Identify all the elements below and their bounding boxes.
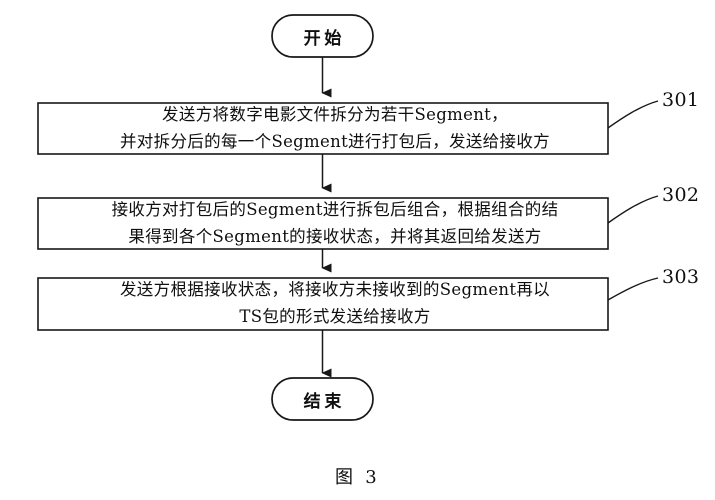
step-303-line-2: TS包的形式发送给接收方: [239, 307, 431, 326]
step-302-label: 接收方对打包后的Segment进行拆包后组合，根据组合的结 果得到各个Segme…: [38, 198, 632, 249]
leader-line-303: [607, 277, 659, 301]
step-303-label: 发送方根据接收状态，将接收方未接收到的Segment再以 TS包的形式发送给接收…: [38, 278, 632, 330]
step-reference-302: 302: [662, 184, 700, 206]
step-302-line-2: 果得到各个Segment的接收状态，并将其返回给发送方: [128, 226, 542, 246]
step-reference-303: 303: [662, 266, 700, 288]
start-node-label: 开始: [303, 28, 346, 49]
step-301-label: 发送方将数字电影文件拆分为若干Segment， 并对拆分后的每一个Segment…: [38, 103, 632, 154]
step-301-line-2: 并对拆分后的每一个Segment进行打包后，发送给接收方: [119, 131, 551, 151]
leader-line-302: [607, 195, 659, 224]
step-302-line-1: 接收方对打包后的Segment进行拆包后组合，根据组合的结: [111, 199, 559, 219]
leader-line-301: [607, 100, 659, 129]
step-303-line-1: 发送方根据接收状态，将接收方未接收到的Segment再以: [119, 280, 551, 300]
figure-caption: 图 3: [335, 467, 380, 488]
end-node-label: 结束: [303, 391, 346, 412]
step-reference-301: 301: [662, 89, 700, 111]
step-301-line-1: 发送方将数字电影文件拆分为若干Segment，: [162, 104, 508, 124]
end-node-shape: [271, 377, 374, 421]
